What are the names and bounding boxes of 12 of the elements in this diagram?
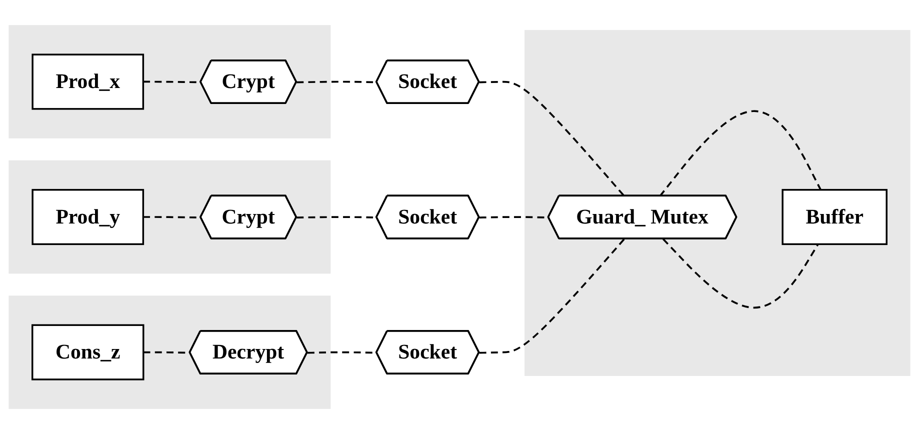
- connector: [662, 238, 819, 309]
- connector: [659, 110, 822, 197]
- connector: [479, 238, 626, 354]
- cluster: [8, 296, 331, 409]
- cluster: [524, 30, 910, 376]
- connector: [479, 80, 626, 197]
- node-box: Cons_z: [32, 324, 144, 380]
- cluster: [8, 160, 331, 274]
- node-box: Prod_y: [32, 188, 144, 246]
- node-box: Prod_x: [32, 54, 144, 110]
- cluster: [8, 25, 331, 138]
- node-box: Buffer: [782, 188, 888, 246]
